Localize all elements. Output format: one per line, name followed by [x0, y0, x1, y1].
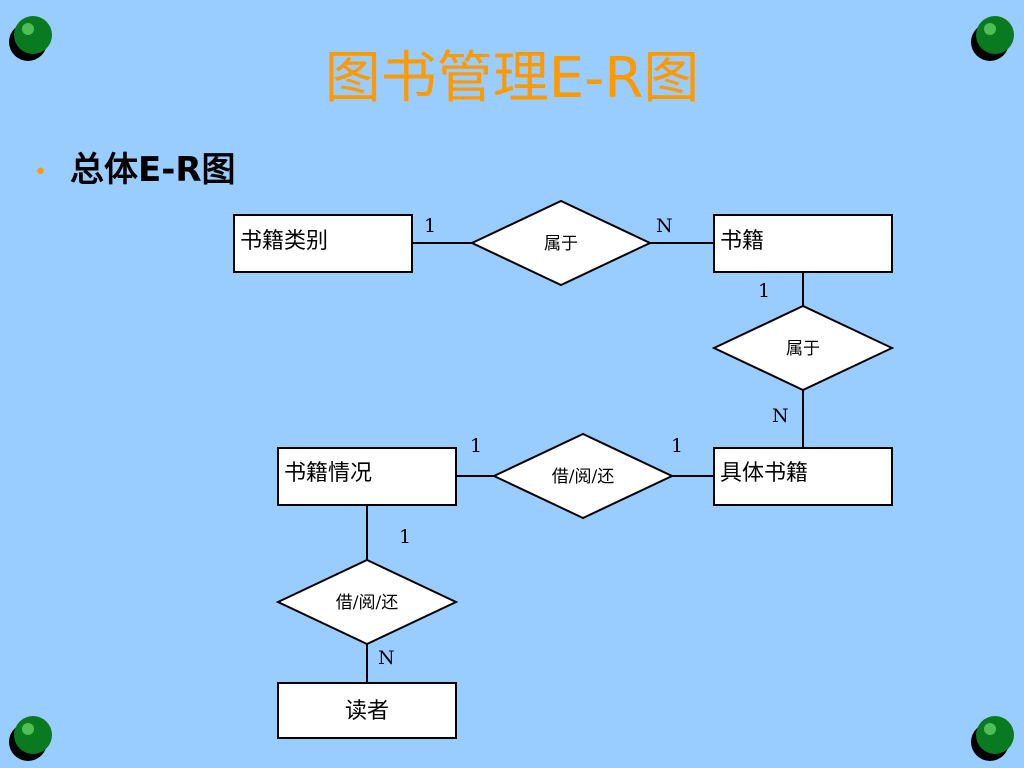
relationship-label: 借/阅/还	[336, 593, 398, 613]
entity-label: 具体书籍	[720, 461, 808, 486]
bullet-text: 总体E-R图	[70, 150, 236, 190]
cardinality-label: 1	[424, 215, 436, 237]
relationship-belongs-to-1: 属于	[469, 199, 653, 287]
entity-label: 书籍类别	[240, 229, 328, 254]
entity-book: 书籍	[713, 214, 893, 273]
entity-label: 读者	[345, 699, 389, 724]
relationship-belongs-to-2: 属于	[711, 304, 895, 392]
entity-label: 书籍情况	[284, 461, 372, 486]
cardinality-label: N	[656, 215, 673, 237]
pushpin-icon	[9, 16, 52, 61]
entity-book-status: 书籍情况	[277, 447, 457, 506]
relationship-label: 属于	[544, 234, 578, 254]
entity-book-item: 具体书籍	[713, 447, 893, 506]
cardinality-label: 1	[470, 435, 482, 457]
cardinality-label: N	[772, 405, 789, 427]
relationship-borrow-2: 借/阅/还	[275, 558, 459, 646]
entity-book-category: 书籍类别	[233, 214, 413, 273]
cardinality-label: 1	[758, 280, 770, 302]
relationship-label: 借/阅/还	[552, 467, 614, 487]
cardinality-label: N	[378, 647, 395, 669]
entity-reader: 读者	[277, 682, 457, 739]
cardinality-label: 1	[399, 526, 411, 548]
entity-label: 书籍	[720, 229, 764, 254]
cardinality-label: 1	[671, 435, 683, 457]
slide-title: 图书管理E-R图	[324, 46, 700, 111]
relationship-borrow-1: 借/阅/还	[491, 432, 675, 520]
bullet-marker: •	[34, 160, 47, 185]
relationship-label: 属于	[786, 339, 820, 359]
pushpin-icon	[971, 716, 1014, 761]
pushpin-icon	[9, 716, 52, 761]
pushpin-icon	[971, 16, 1014, 61]
